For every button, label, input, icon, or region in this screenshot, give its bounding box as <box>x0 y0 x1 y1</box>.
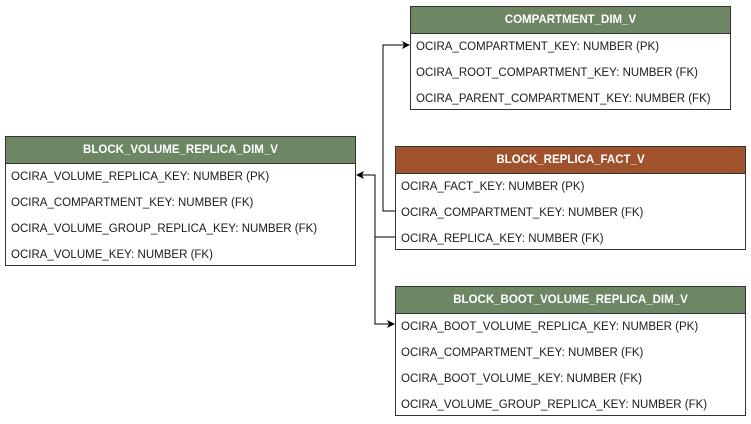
table-row-volume-replica-key: OCIRA_VOLUME_REPLICA_KEY: NUMBER (PK) <box>11 171 270 183</box>
table-header: COMPARTMENT_DIM_V <box>411 7 730 34</box>
table-row-boot-volume-replica-key: OCIRA_BOOT_VOLUME_REPLICA_KEY: NUMBER (P… <box>401 321 699 333</box>
table-header: BLOCK_VOLUME_REPLICA_DIM_V <box>6 137 355 164</box>
table-row-volume-group-replica-key: OCIRA_VOLUME_GROUP_REPLICA_KEY: NUMBER (… <box>401 399 708 411</box>
table-row-fact-key: OCIRA_FACT_KEY: NUMBER (PK) <box>401 181 585 193</box>
table-row-compartment-key: OCIRA_COMPARTMENT_KEY: NUMBER (FK) <box>401 207 644 219</box>
table-header: BLOCK_BOOT_VOLUME_REPLICA_DIM_V <box>396 287 745 314</box>
table-row-compartment-key: OCIRA_COMPARTMENT_KEY: NUMBER (PK) <box>416 41 660 53</box>
table-row-volume-key: OCIRA_VOLUME_KEY: NUMBER (FK) <box>11 249 213 261</box>
table-row-replica-key: OCIRA_REPLICA_KEY: NUMBER (FK) <box>401 233 604 245</box>
table-row-volume-group-replica-key: OCIRA_VOLUME_GROUP_REPLICA_KEY: NUMBER (… <box>11 223 318 235</box>
table-compartment-dim-v[interactable]: COMPARTMENT_DIM_V OCIRA_COMPARTMENT_KEY:… <box>410 6 731 110</box>
table-row-root-compartment-key: OCIRA_ROOT_COMPARTMENT_KEY: NUMBER (FK) <box>416 67 698 79</box>
table-row-compartment-key: OCIRA_COMPARTMENT_KEY: NUMBER (FK) <box>401 347 644 359</box>
connector-fact-to-volume-replica <box>356 171 395 238</box>
connector-fact-to-boot-volume-replica <box>374 237 395 328</box>
table-row-compartment-key: OCIRA_COMPARTMENT_KEY: NUMBER (FK) <box>11 197 254 209</box>
table-header: BLOCK_REPLICA_FACT_V <box>396 147 745 174</box>
table-block-replica-fact-v[interactable]: BLOCK_REPLICA_FACT_V OCIRA_FACT_KEY: NUM… <box>395 146 746 250</box>
table-block-boot-volume-replica-dim-v[interactable]: BLOCK_BOOT_VOLUME_REPLICA_DIM_V OCIRA_BO… <box>395 286 746 416</box>
connector-fact-to-compartment <box>382 41 410 212</box>
table-row-boot-volume-key: OCIRA_BOOT_VOLUME_KEY: NUMBER (FK) <box>401 373 642 385</box>
table-row-parent-compartment-key: OCIRA_PARENT_COMPARTMENT_KEY: NUMBER (FK… <box>416 93 711 105</box>
table-block-volume-replica-dim-v[interactable]: BLOCK_VOLUME_REPLICA_DIM_V OCIRA_VOLUME_… <box>5 136 356 266</box>
